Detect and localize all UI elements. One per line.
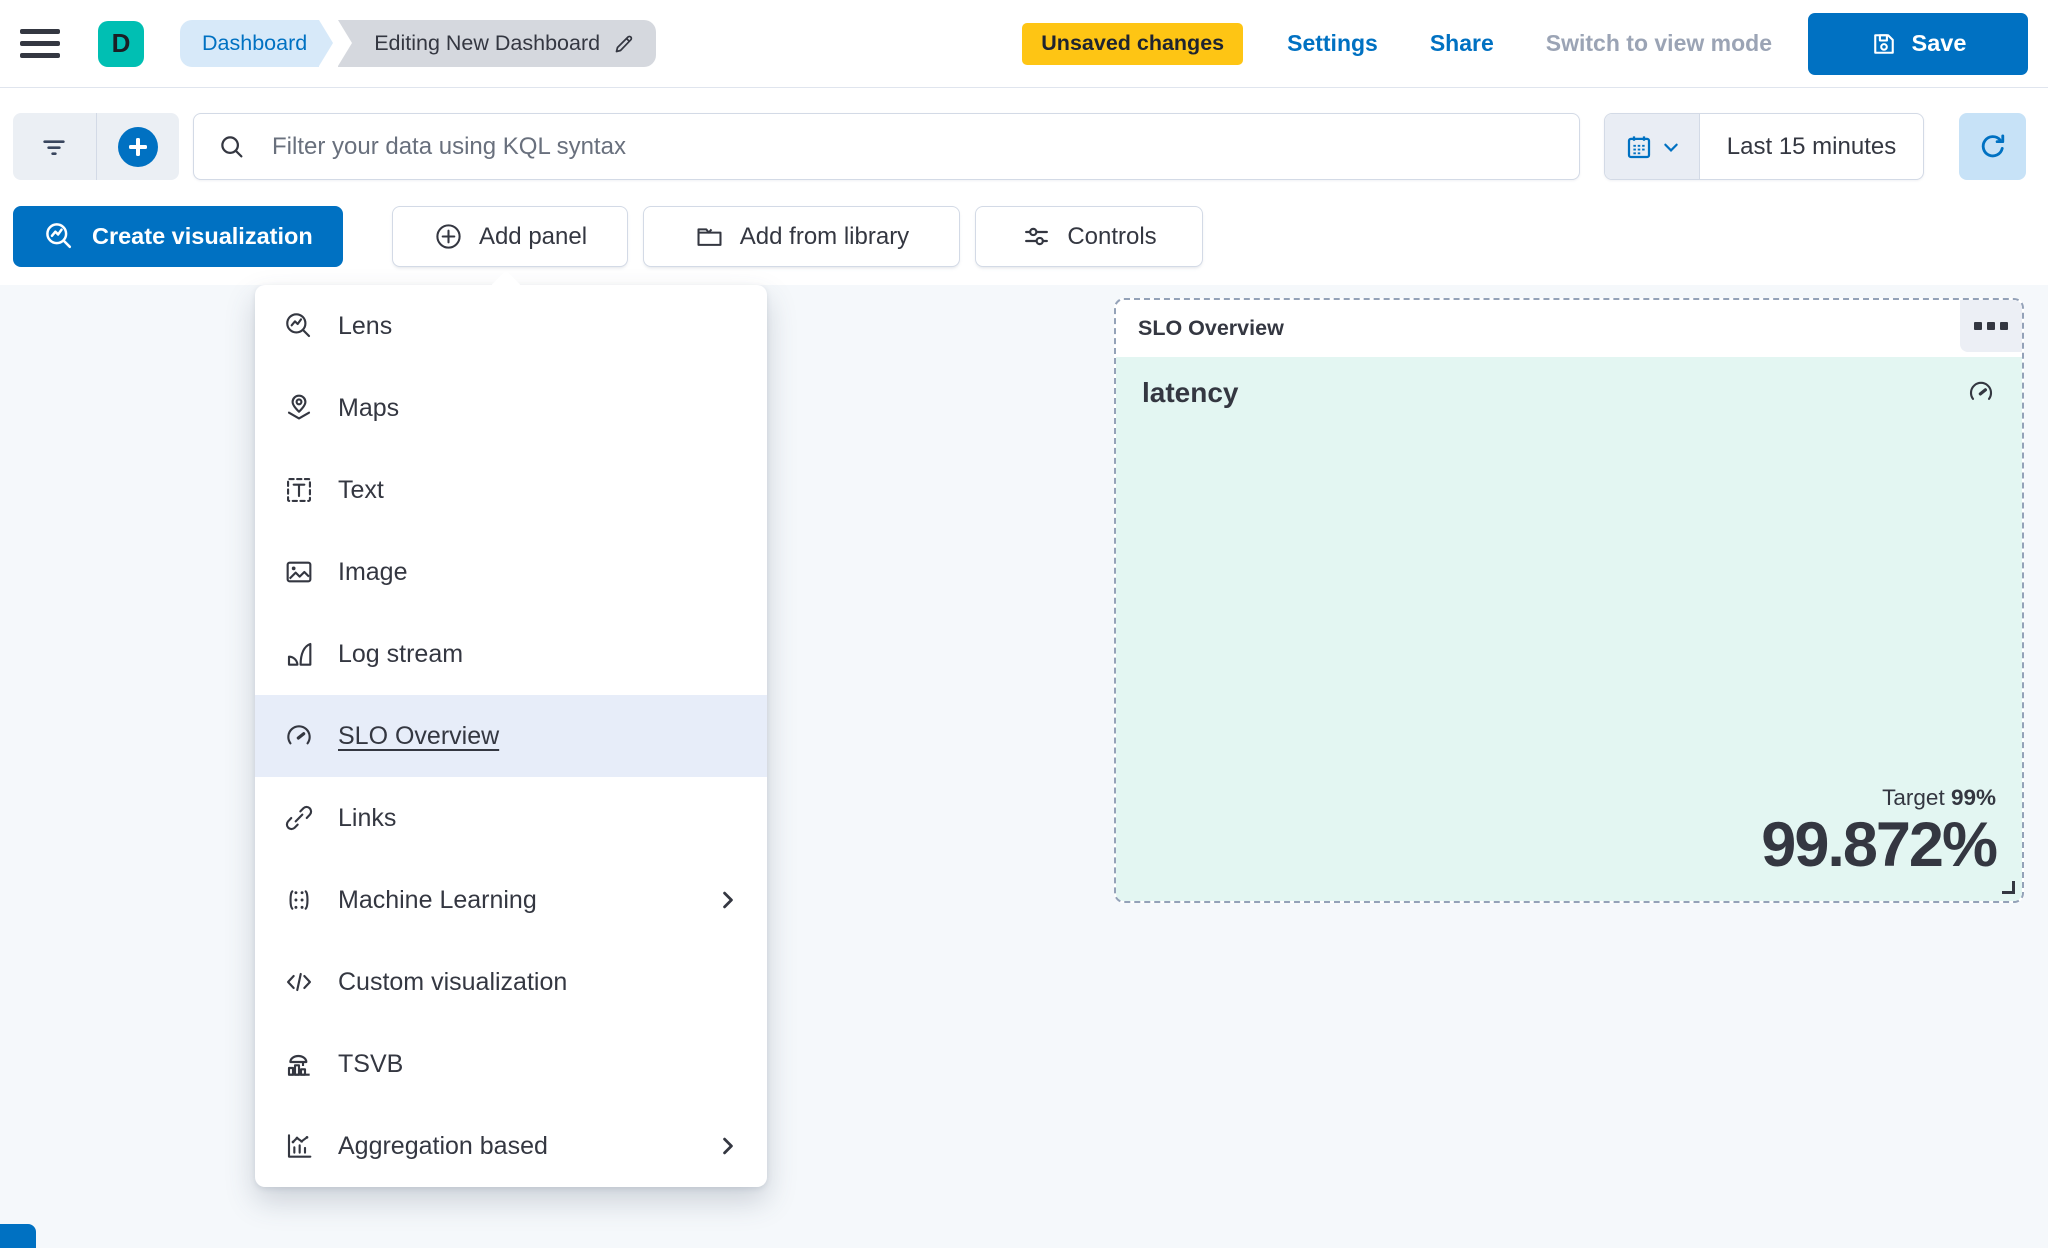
space-avatar[interactable]: D xyxy=(98,20,144,67)
slo-value: 99.872% xyxy=(1761,809,1998,880)
kql-search xyxy=(193,113,1580,180)
tsvb-icon xyxy=(283,1048,315,1080)
kql-search-input[interactable] xyxy=(193,113,1580,180)
menu-item-text[interactable]: Text xyxy=(255,449,767,531)
menu-hamburger-icon[interactable] xyxy=(20,20,68,68)
button-group-divider xyxy=(95,113,97,180)
calendar-icon xyxy=(1624,132,1654,162)
controls-label: Controls xyxy=(1067,222,1157,250)
code-icon xyxy=(283,966,315,998)
submenu-chevron-right-icon xyxy=(717,1135,739,1157)
breadcrumb-current-label: Editing New Dashboard xyxy=(374,31,601,55)
menu-item-slo-overview[interactable]: SLO Overview xyxy=(255,695,767,777)
menu-item-label: Aggregation based xyxy=(338,1131,548,1160)
refresh-icon xyxy=(1976,130,2010,164)
add-panel-popover: Lens Maps Text Image Log stream xyxy=(255,270,767,1187)
slo-target-value: 99% xyxy=(1950,784,1996,810)
folder-icon xyxy=(694,221,725,252)
menu-item-label: Machine Learning xyxy=(338,885,537,914)
menu-item-label: Links xyxy=(338,803,397,832)
breadcrumb: Dashboard Editing New Dashboard xyxy=(180,20,657,67)
add-filter-plus-icon xyxy=(117,126,158,167)
refresh-button[interactable] xyxy=(1959,113,2026,180)
menu-item-maps[interactable]: Maps xyxy=(255,367,767,449)
link-icon xyxy=(283,802,315,834)
chevron-down-icon xyxy=(1662,138,1680,156)
add-from-library-button[interactable]: Add from library xyxy=(643,206,960,267)
menu-item-label: Custom visualization xyxy=(338,967,568,996)
unsaved-changes-badge: Unsaved changes xyxy=(1022,22,1244,65)
gauge-icon xyxy=(283,720,315,752)
time-range-label: Last 15 minutes xyxy=(1726,132,1897,160)
add-filter-button[interactable] xyxy=(97,113,180,180)
menu-item-links[interactable]: Links xyxy=(255,777,767,859)
slo-overview-panel[interactable]: SLO Overview latency Target 99% 99.872% xyxy=(1114,298,2024,903)
menu-item-label: Log stream xyxy=(338,639,464,668)
menu-item-label: Image xyxy=(338,557,408,586)
save-button-label: Save xyxy=(1911,30,1967,56)
panel-options-button[interactable] xyxy=(1960,300,2022,352)
breadcrumb-current[interactable]: Editing New Dashboard xyxy=(338,20,657,67)
top-navigation-bar: D Dashboard Editing New Dashboard Unsave… xyxy=(0,0,2048,88)
menu-item-lens[interactable]: Lens xyxy=(255,285,767,367)
save-button[interactable]: Save xyxy=(1808,12,2028,75)
add-panel-button[interactable]: Add panel xyxy=(392,206,628,267)
panel-resize-handle[interactable] xyxy=(2002,881,2015,894)
controls-button[interactable]: Controls xyxy=(975,206,1203,267)
image-icon xyxy=(283,556,315,588)
menu-item-label: SLO Overview xyxy=(338,721,500,750)
quick-select-button[interactable] xyxy=(1605,114,1700,179)
filter-button-group xyxy=(13,113,179,180)
menu-item-machine-learning[interactable]: Machine Learning xyxy=(255,859,767,941)
switch-view-mode-link[interactable]: Switch to view mode xyxy=(1545,30,1772,56)
settings-link[interactable]: Settings xyxy=(1287,30,1378,56)
text-icon xyxy=(283,474,315,506)
add-panel-label: Add panel xyxy=(478,222,588,250)
menu-item-label: TSVB xyxy=(338,1049,404,1078)
submenu-chevron-right-icon xyxy=(717,889,739,911)
aggregation-icon xyxy=(283,1130,315,1162)
time-range-picker: Last 15 minutes xyxy=(1604,113,1924,180)
menu-item-log-stream[interactable]: Log stream xyxy=(255,613,767,695)
lens-app-icon xyxy=(43,220,76,253)
panel-title: SLO Overview xyxy=(1138,316,1284,340)
create-visualization-button[interactable]: Create visualization xyxy=(13,206,343,267)
lens-icon xyxy=(283,310,315,342)
edit-pencil-icon xyxy=(612,32,636,56)
add-from-library-label: Add from library xyxy=(739,222,910,250)
filters-button[interactable] xyxy=(13,113,96,180)
share-link[interactable]: Share xyxy=(1429,30,1494,56)
menu-item-image[interactable]: Image xyxy=(255,531,767,613)
create-visualization-label: Create visualization xyxy=(92,223,313,249)
maps-icon xyxy=(283,392,315,424)
gauge-icon xyxy=(1966,377,1996,407)
menu-item-tsvb[interactable]: TSVB xyxy=(255,1023,767,1105)
time-range-value[interactable]: Last 15 minutes xyxy=(1700,114,1923,179)
filter-icon xyxy=(38,131,70,163)
slo-target-label: Target xyxy=(1882,784,1951,810)
menu-item-label: Text xyxy=(338,475,384,504)
menu-item-custom-visualization[interactable]: Custom visualization xyxy=(255,941,767,1023)
machine-learning-icon xyxy=(283,884,315,916)
slo-metric-body: latency Target 99% 99.872% xyxy=(1116,357,2022,901)
menu-item-label: Maps xyxy=(338,393,400,422)
query-bar: Last 15 minutes xyxy=(0,89,2048,192)
save-floppy-icon xyxy=(1870,30,1898,58)
menu-item-aggregation-based[interactable]: Aggregation based xyxy=(255,1105,767,1187)
breadcrumb-dashboard[interactable]: Dashboard xyxy=(180,20,334,67)
dashboard-toolbar: Create visualization Add panel Add from … xyxy=(0,192,2048,285)
plus-in-circle-icon xyxy=(433,221,464,252)
panel-options-icon xyxy=(1974,322,1982,330)
slo-values: Target 99% 99.872% xyxy=(1761,784,1998,880)
add-panel-menu: Lens Maps Text Image Log stream xyxy=(255,285,767,1187)
slo-metric-name: latency xyxy=(1142,377,1239,408)
menu-item-label: Lens xyxy=(338,311,393,340)
new-panel-fragment xyxy=(0,1224,36,1248)
sliders-icon xyxy=(1021,221,1052,252)
breadcrumb-root-label: Dashboard xyxy=(202,31,308,55)
log-stream-icon xyxy=(283,638,315,670)
panel-header[interactable]: SLO Overview xyxy=(1116,300,2022,357)
